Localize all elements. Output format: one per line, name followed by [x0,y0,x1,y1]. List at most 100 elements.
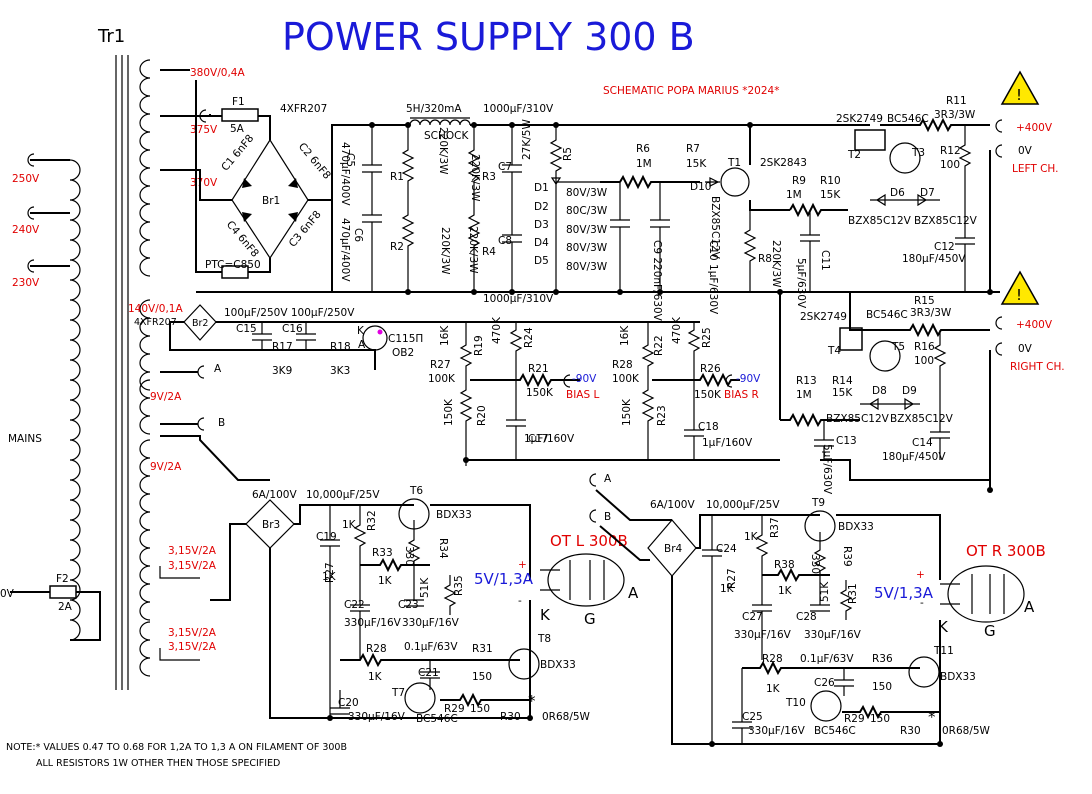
r26-value: 150K [694,389,722,401]
transformer-name: Tr1 [97,26,125,47]
choke-name: SCHOCK [424,130,469,142]
c15-ref: C15 [236,323,257,335]
r9-value: 1M [786,189,802,201]
r12-ref: R12 [940,145,961,157]
sec-375v: 375V [190,124,218,136]
bridge-br4: Br4 [664,543,683,555]
r5-zener-stack: 27K/5W R5 D1 80V/3W D2 80C/3W D3 80V/3W … [521,119,608,292]
r29b-ref: R29 [844,713,865,725]
r11-value: 3R3/3W [934,109,976,121]
r17-ref: R17 [272,341,293,353]
d5-ref: D5 [534,255,549,267]
c8-ref: C8 [498,235,512,247]
c6-ref: C6 [352,228,364,242]
right-0v: 0V [1018,343,1033,355]
bias-supply: 4XFR207 Br2 100µF/250V 100µF/250V C15 C1… [134,304,780,466]
d2-value: 80C/3W [566,205,608,217]
c13-value: 5µF/630V [821,444,833,495]
ot-r-plus: + [916,569,925,581]
c26-ref: C26 [814,677,835,689]
r27-value: 1K [322,571,337,583]
fuse-f2-ref: F2 [56,573,69,585]
zener-right: BZX85C12V [826,413,890,425]
c24-ref: C24 [716,543,737,555]
c27-value: 330µF/16V [734,629,792,641]
r2-value: 220K/3W [439,227,451,275]
r7-value: 15K [686,158,707,170]
r15-ref: R15 [914,295,935,307]
t2-ref: T2 [847,149,861,161]
bridge-br2: Br2 [192,318,208,329]
r35-ref: R35 [453,575,465,596]
r25-value: 470K [671,316,683,344]
t3-ref: T3 [911,147,925,159]
r37-value: 1K [744,531,759,543]
sec-140v: 140V/0,1A [128,303,183,315]
fuse-f1-ref: F1 [232,96,245,108]
d3-value: 80V/3W [566,224,608,236]
r20-value: 150K [443,398,455,426]
c28-ref: C28 [796,611,817,623]
r24-ref: R24 [523,327,535,348]
r5-ref: R5 [562,147,574,161]
r27b-ref: R27 [726,568,738,589]
c10-label: C10 1µF/630V [707,240,719,315]
r33-ref: R33 [372,547,393,559]
r8-ref: R8 [758,253,772,265]
junctions [327,122,993,747]
r6-ref: R6 [636,143,650,155]
bias-r-out: -90V [736,373,761,385]
c6-value: 470µF/400V [339,218,351,282]
r38-value: 1K [778,585,793,597]
d3-ref: D3 [534,219,549,231]
r29-ref: R29 [444,703,465,715]
caps-bottom: 1000µF/310V [483,293,554,305]
t4-ref: T4 [827,345,841,357]
r14-value: 15K [832,387,853,399]
r10-value: 15K [820,189,841,201]
t2-value: 2SK2749 [836,113,883,125]
t9-ref: T9 [811,497,825,509]
r26-ref: R26 [700,363,721,375]
ot-l-voltage: 5V/1,3A [474,570,534,588]
r32-ref: R32 [366,510,378,531]
right-term-b: B [604,511,611,523]
r21-ref: R21 [528,363,549,375]
r17-value: 3K9 [272,365,292,377]
r27b-value: 1K [720,583,735,595]
t5-value: BC546C [866,309,908,321]
r18-value: 3K3 [330,365,350,377]
t6-value: BDX33 [436,509,472,521]
r30b-ref: R30 [900,725,921,737]
c25-value: 330µF/16V [748,725,806,737]
tap-240v: 240V [12,224,40,236]
cap-c2: C2 6nF8 [296,141,333,182]
tap-250v: 250V [12,173,40,185]
right-term-a: A [604,473,612,485]
tube-k: K [357,325,365,337]
c17-ref: C17 [528,433,549,445]
c10-ref: C10 [707,240,719,261]
tube-type: OB2 [392,347,414,359]
r30-value: 0R68/5W [542,711,591,723]
c21-value: 0.1µF/63V [404,641,458,653]
bridge-br3: Br3 [262,519,280,531]
r4-value: 220K/3W [467,226,479,274]
r38-ref: R38 [774,559,795,571]
r11-ref: R11 [946,95,967,107]
r8-value: 220K/3W [770,240,782,288]
r36-value: 150 [872,681,892,693]
warning-icon: ! [1000,70,1040,105]
cap-c1: C1 6nF8 [219,132,256,173]
r1-value: 220K/3W [437,127,449,175]
note-line-1: NOTE:* VALUES 0.47 TO 0.68 FOR 1,2A TO 1… [6,742,347,753]
d7-ref: D7 [920,187,935,199]
cap-c4: C4 6nF8 [224,219,261,260]
t7-ref: T7 [391,687,405,699]
sec-380v: 380V/0,4A [190,67,245,79]
zener-left: BZX85C12V [848,215,912,227]
right-plus-400v: +400V [1016,319,1053,331]
t10-value: BC546C [814,725,856,737]
c11-ref: C11 [819,250,831,271]
r28b-ref: R28 [762,653,783,665]
